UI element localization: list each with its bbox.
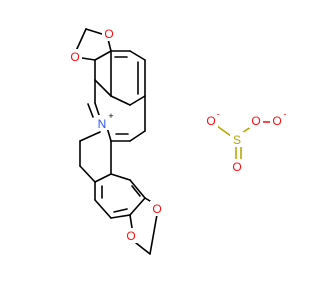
bond [129,179,146,199]
atom-background [230,132,244,147]
oxygen-atom-label: O [126,229,135,243]
oxygen-atom-label: O [206,114,215,128]
bond [87,103,94,118]
bond [79,131,101,142]
bond [79,165,96,183]
bond [129,214,133,229]
atom-background [270,113,284,128]
bond [135,242,151,255]
positive-charge: + [108,111,113,121]
oxygen-atom-label: O [272,114,281,128]
bond [85,28,103,35]
atom-background [204,113,218,128]
bond [129,95,146,106]
atom-labels: O O O O N + S O - O O - O [68,26,287,243]
negative-charge: - [284,109,287,119]
bond [81,57,96,61]
atom-background [150,201,164,216]
bond [110,95,131,106]
oxygen-atom-label: O [70,50,79,64]
oxygen-atom-label: O [152,202,161,216]
bond [129,50,146,61]
atom-background [124,228,138,243]
chemical-structure-diagram: O O O O N + S O - O O - O [68,26,287,255]
bond [129,130,146,142]
bond [149,208,159,255]
atom-background [68,49,82,64]
atom-background [96,115,110,130]
bond [110,173,131,181]
bond [216,125,232,137]
oxygen-atom-label: O [251,114,260,128]
bond [129,197,146,216]
bond [94,173,112,183]
bond [94,50,112,61]
bond [94,79,112,97]
oxygen-atom-label: O [104,27,113,41]
atom-background [249,113,263,128]
cation-bonds [75,28,159,255]
bond [110,214,131,219]
atom-background [102,26,116,41]
sulfur-atom-label: S [233,133,241,147]
negative-charge: - [217,109,220,119]
bond [75,28,87,52]
atom-background [230,159,244,174]
bond [94,199,112,219]
nitrogen-atom-label: N [98,117,107,131]
bond [113,208,128,213]
bond [131,185,141,197]
bond [144,197,151,202]
oxygen-atom-label: O [232,160,241,174]
